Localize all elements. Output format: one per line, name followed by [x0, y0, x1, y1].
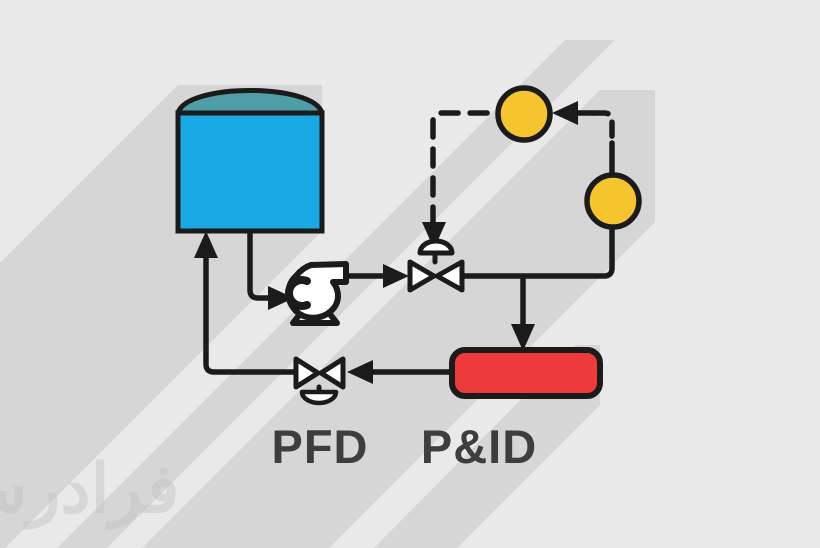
signal-sensor-to-controller [591, 110, 615, 143]
process-lines [194, 140, 615, 384]
storage-tank [175, 88, 325, 234]
arrow-into-tank [194, 231, 218, 258]
pipe-tank-to-pump [247, 228, 289, 301]
label-pid: P&ID [421, 420, 537, 473]
tank-body [175, 110, 325, 234]
vessel [449, 347, 603, 399]
arrow-into-control-valve [383, 264, 409, 288]
arrow-into-pump [268, 286, 294, 310]
arrow-into-vessel [511, 324, 535, 351]
arrow-into-controller [552, 101, 578, 125]
control-valve-left-wing [407, 259, 437, 293]
control-valve-right-wing [434, 259, 465, 293]
arrow-into-actuator [422, 222, 446, 249]
arrow-into-manual-valve [347, 360, 373, 384]
manual-valve [293, 356, 346, 406]
control-valve [407, 238, 465, 293]
manual-valve-right-wing [318, 356, 346, 390]
manual-valve-bowl [299, 389, 339, 406]
pipe-valve-to-sensor [459, 225, 615, 279]
pump-impeller [285, 276, 311, 310]
signal-lines [422, 101, 615, 249]
control-valve-actuator [417, 238, 455, 256]
watermark-text: فرادرس [0, 451, 180, 530]
instrument-bubble-1 [495, 85, 553, 143]
signal-controller-to-valve [430, 110, 495, 227]
pipe-return-to-tank [203, 235, 299, 375]
shadow-process-line [142, 90, 655, 548]
instrument-bubble-2 [584, 172, 642, 230]
label-pfd: PFD [272, 420, 369, 473]
manual-valve-left-wing [293, 356, 321, 390]
pump [285, 261, 349, 326]
